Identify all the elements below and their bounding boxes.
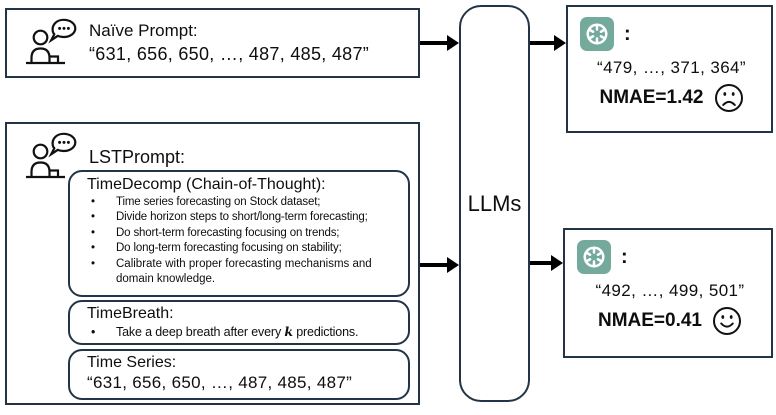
timedecomp-bullet: Divide horizon steps to short/long-term … bbox=[87, 210, 402, 225]
colon-label: : bbox=[621, 245, 628, 268]
timeseries-box: Time Series: “631, 656, 650, …, 487, 485… bbox=[68, 349, 410, 400]
output-header: : bbox=[577, 240, 763, 274]
timebreath-box: TimeBreath: Take a deep breath after eve… bbox=[68, 300, 410, 345]
output-box-naive: : “479, …, 371, 364” NMAE=1.42 bbox=[566, 5, 773, 133]
sad-face-icon bbox=[714, 84, 743, 112]
nmae-value: NMAE=1.42 bbox=[599, 87, 704, 108]
arrow-lstprompt-to-llms bbox=[420, 257, 459, 273]
user-speech-icon bbox=[26, 132, 77, 179]
bullet-text: Time series forecasting on Stock dataset… bbox=[116, 196, 321, 208]
timebreath-bullet: Take a deep breath after every k predict… bbox=[87, 324, 402, 341]
output-series: “479, …, 371, 364” bbox=[597, 58, 746, 77]
timedecomp-title: TimeDecomp (Chain-of-Thought): bbox=[87, 176, 326, 193]
output-box-lstprompt: : “492, …, 499, 501” NMAE=0.41 bbox=[563, 228, 773, 358]
naive-prompt-text: Naïve Prompt: “631, 656, 650, …, 487, 48… bbox=[89, 21, 369, 65]
nmae-value: NMAE=0.41 bbox=[597, 310, 703, 331]
lstprompt-title: LSTPrompt: bbox=[89, 146, 186, 167]
lstprompt-header: LSTPrompt: bbox=[25, 132, 185, 182]
arrow-llms-to-lstprompt-output bbox=[530, 255, 563, 271]
timeseries-title: Time Series: bbox=[87, 354, 177, 371]
metric-row: NMAE=1.42 bbox=[580, 83, 763, 113]
output-header: : bbox=[580, 17, 763, 51]
naive-prompt-box: Naïve Prompt: “631, 656, 650, …, 487, 48… bbox=[5, 8, 420, 78]
timedecomp-bullet: Calibrate with proper forecasting mechan… bbox=[87, 257, 402, 288]
timedecomp-bullet-list: Time series forecasting on Stock dataset… bbox=[87, 195, 402, 287]
lstprompt-box: LSTPrompt: TimeDecomp (Chain-of-Thought)… bbox=[5, 122, 420, 405]
timedecomp-bullet: Do short-term forecasting focusing on tr… bbox=[87, 226, 402, 241]
llms-box: LLMs bbox=[459, 5, 530, 402]
k-variable: k bbox=[284, 324, 293, 339]
timedecomp-bullet: Do long-term forecasting focusing on sta… bbox=[87, 241, 402, 256]
bullet-text-suffix: predictions. bbox=[292, 325, 359, 339]
timebreath-bullet-list: Take a deep breath after every k predict… bbox=[87, 324, 402, 341]
openai-logo-icon bbox=[577, 240, 611, 274]
naive-prompt-series: “631, 656, 650, …, 487, 485, 487” bbox=[89, 44, 370, 64]
colon-label: : bbox=[624, 22, 631, 45]
metric-row: NMAE=0.41 bbox=[577, 306, 763, 336]
bullet-text: Take a deep breath after every k predict… bbox=[116, 324, 358, 341]
bullet-text: Do short-term forecasting focusing on tr… bbox=[116, 226, 340, 239]
bullet-text: Do long-term forecasting focusing on sta… bbox=[116, 242, 342, 255]
naive-prompt-title: Naïve Prompt: bbox=[89, 21, 198, 40]
user-speech-icon bbox=[26, 18, 77, 65]
bullet-text: Divide horizon steps to short/long-term … bbox=[116, 211, 368, 224]
llms-label: LLMs bbox=[467, 190, 522, 216]
output-series: “492, …, 499, 501” bbox=[595, 281, 745, 300]
arrow-naive-to-llms bbox=[420, 35, 459, 51]
openai-logo-icon bbox=[580, 17, 614, 51]
timedecomp-bullet: Time series forecasting on Stock dataset… bbox=[87, 195, 402, 210]
bullet-text: Calibrate with proper forecasting mechan… bbox=[116, 257, 372, 286]
timedecomp-box: TimeDecomp (Chain-of-Thought): Time seri… bbox=[68, 170, 410, 297]
timebreath-title: TimeBreath: bbox=[87, 305, 174, 322]
timeseries-values: “631, 656, 650, …, 487, 485, 487” bbox=[87, 373, 353, 392]
bullet-text-prefix: Take a deep breath after every bbox=[116, 325, 285, 339]
arrow-llms-to-naive-output bbox=[530, 35, 566, 51]
happy-face-icon bbox=[713, 307, 742, 335]
